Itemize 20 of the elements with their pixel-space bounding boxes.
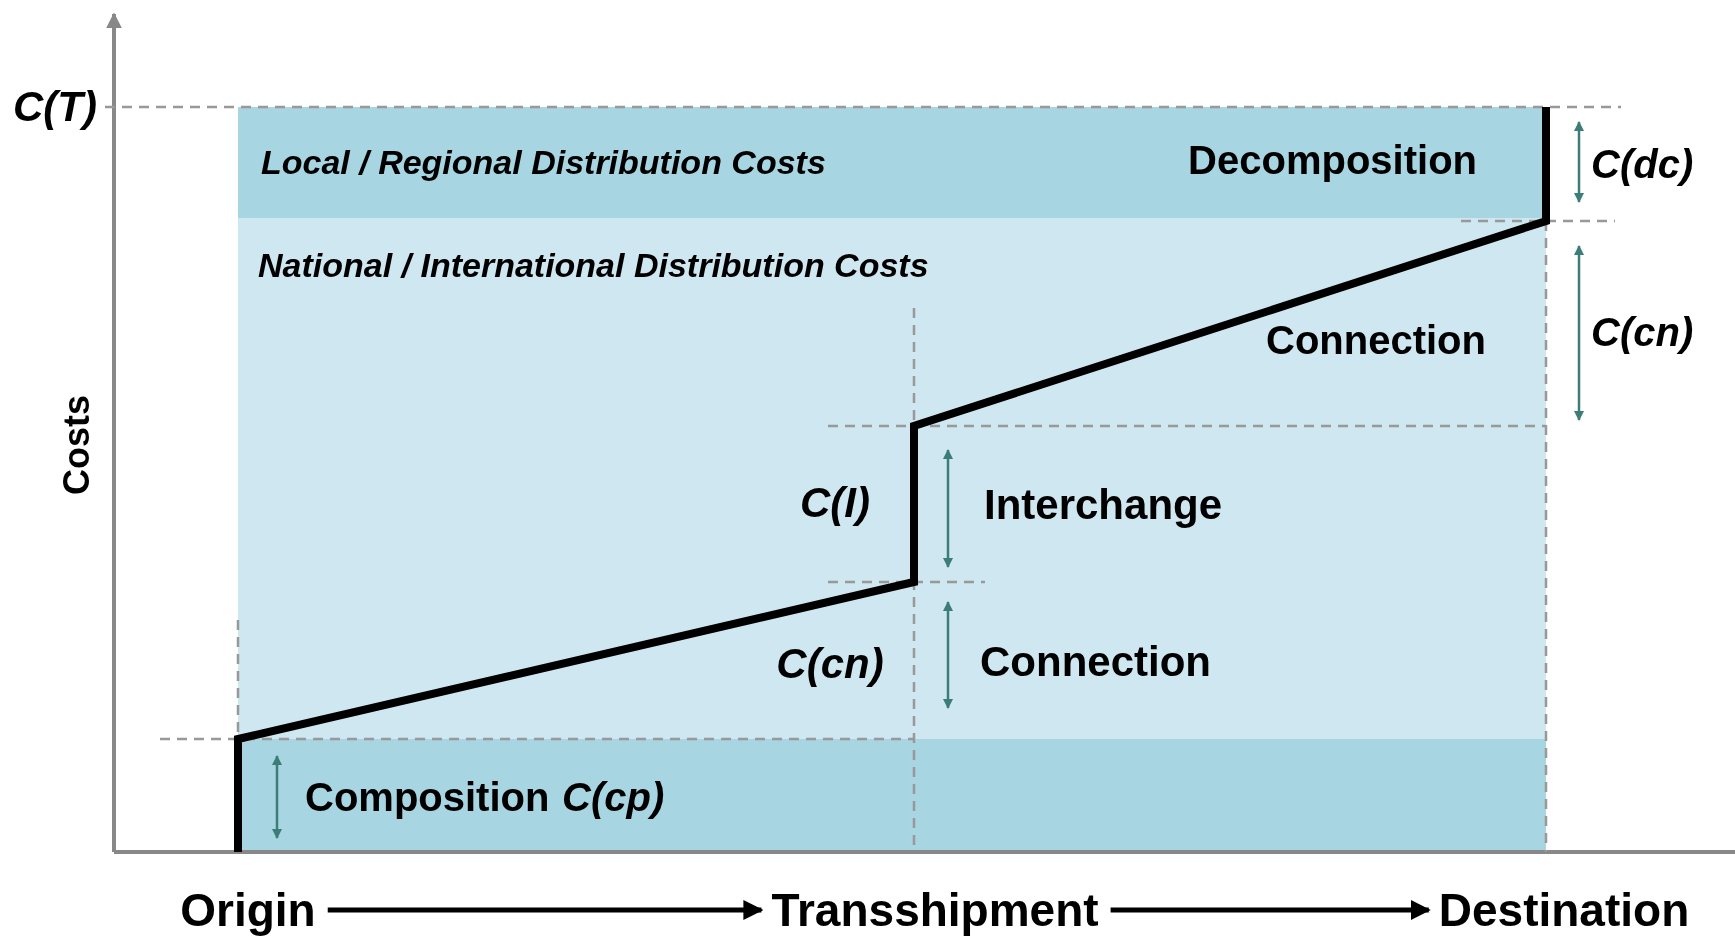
cost-label: Connection <box>980 638 1211 686</box>
dimension-label: C(I) <box>800 479 870 527</box>
stage-label: Origin <box>180 884 316 936</box>
dimension-label: C(cn) <box>1591 310 1694 354</box>
dimension-label: C(cp) <box>562 775 665 819</box>
cost-label: Interchange <box>984 481 1223 529</box>
cost-label: Connection <box>1266 318 1486 362</box>
band-title: Local / Regional Distribution Costs <box>261 144 826 182</box>
arrow <box>1110 900 1431 920</box>
axis-title: Costs <box>57 395 97 495</box>
dimension-label: C(dc) <box>1591 142 1694 186</box>
cost-band <box>238 218 1546 739</box>
arrow <box>327 900 764 920</box>
cost-label: Decomposition <box>1188 138 1477 182</box>
stage-label: Transshipment <box>771 884 1099 936</box>
cost-label: Composition <box>305 775 550 819</box>
band-title: National / International Distribution Costs <box>258 247 929 285</box>
dimension-label: C(cn) <box>776 640 884 688</box>
axis-value-label: C(T) <box>13 83 97 131</box>
stage-label: Destination <box>1438 884 1690 936</box>
